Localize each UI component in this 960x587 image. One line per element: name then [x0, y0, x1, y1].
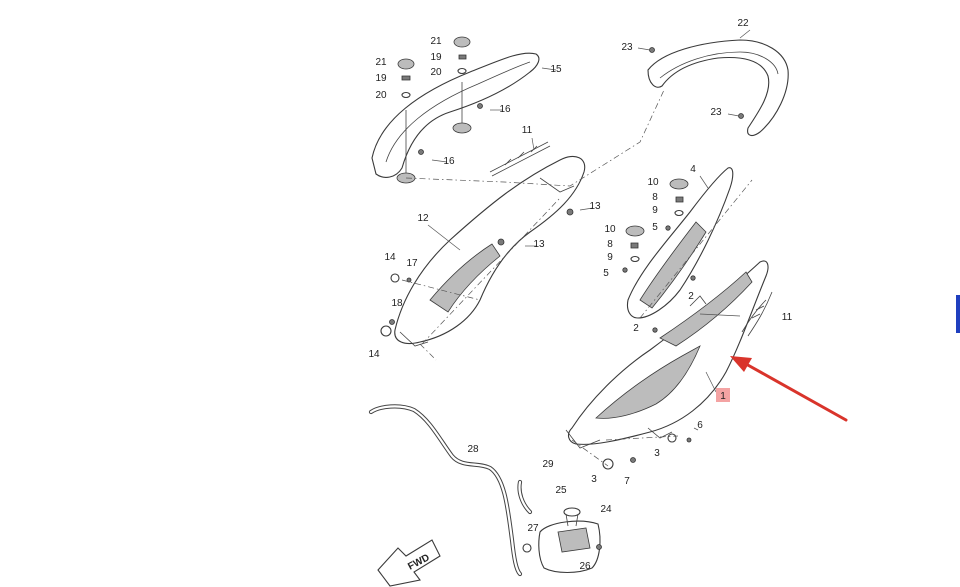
callout-c16b[interactable]: 16 — [443, 156, 455, 167]
screw-16b — [418, 149, 424, 155]
callout-c26[interactable]: 26 — [579, 561, 591, 572]
grommet-14b — [380, 325, 392, 337]
callout-c13b[interactable]: 13 — [533, 239, 545, 250]
grommet-3a — [667, 433, 677, 443]
screw-23a — [649, 47, 655, 53]
leader-lines — [401, 29, 753, 467]
nut-13b — [497, 238, 505, 246]
bolt-8a — [675, 196, 684, 203]
callout-c27[interactable]: 27 — [527, 523, 539, 534]
part-1-right-side-cover — [565, 260, 769, 470]
callout-c21a[interactable]: 21 — [430, 36, 442, 47]
callout-c20a[interactable]: 20 — [430, 67, 442, 78]
bolt-19-left — [401, 75, 411, 81]
part-15-grab-rail — [371, 52, 540, 184]
part-22-grab-bar — [647, 39, 789, 137]
cap-25 — [563, 507, 581, 517]
callout-1-label[interactable]: 1 — [720, 391, 726, 402]
callout-c5a[interactable]: 5 — [652, 222, 658, 233]
screw-5a — [665, 225, 671, 231]
nut-13a — [566, 208, 574, 216]
callout-c6[interactable]: 6 — [697, 420, 703, 431]
washer-9b — [630, 255, 640, 263]
callout-c2b[interactable]: 2 — [633, 323, 639, 334]
clip-18 — [389, 319, 395, 325]
callout-c19b[interactable]: 19 — [375, 73, 387, 84]
callout-c14a[interactable]: 14 — [384, 252, 396, 263]
part-4-inner-panel — [622, 167, 734, 319]
cap-21-right — [453, 36, 471, 48]
callout-c21b[interactable]: 21 — [375, 57, 387, 68]
fastener-stack-left — [397, 36, 483, 155]
cap-10a — [669, 178, 689, 190]
callout-c4[interactable]: 4 — [690, 164, 696, 175]
callout-c17[interactable]: 17 — [406, 258, 418, 269]
callout-c2a[interactable]: 2 — [688, 291, 694, 302]
callout-c13a[interactable]: 13 — [589, 201, 601, 212]
red-pointer-arrow — [730, 356, 848, 422]
callout-c3b[interactable]: 3 — [591, 474, 597, 485]
callout-c23b[interactable]: 23 — [710, 107, 722, 118]
screw-16a — [477, 103, 483, 109]
callout-c29[interactable]: 29 — [542, 459, 554, 470]
callout-c15[interactable]: 15 — [550, 64, 562, 75]
callout-c24[interactable]: 24 — [600, 504, 612, 515]
callout-c23a[interactable]: 23 — [621, 42, 633, 53]
bolt-8b — [630, 242, 639, 249]
callout-c5b[interactable]: 5 — [603, 268, 609, 279]
part-29-short-hose — [517, 479, 533, 515]
screw-26 — [596, 544, 602, 550]
callout-c8b[interactable]: 8 — [607, 239, 613, 250]
grommet-3b — [602, 458, 614, 470]
bolt-19-right — [458, 54, 467, 60]
callout-c19a[interactable]: 19 — [430, 52, 442, 63]
grommet-14a — [390, 273, 400, 283]
callout-c20b[interactable]: 20 — [375, 90, 387, 101]
washer-20-right — [457, 67, 467, 75]
callout-c8a[interactable]: 8 — [652, 192, 658, 203]
callout-c9a[interactable]: 9 — [652, 205, 658, 216]
screw-2a — [690, 275, 696, 281]
callout-c12[interactable]: 12 — [417, 213, 429, 224]
washer-9a — [674, 209, 684, 217]
callout-c28[interactable]: 28 — [467, 444, 479, 455]
screw-17 — [406, 277, 412, 283]
callout-c9b[interactable]: 9 — [607, 252, 613, 263]
part-11-right-logo-decal — [741, 291, 773, 337]
screw-2b — [652, 327, 658, 333]
cap-21-left — [397, 58, 415, 70]
callout-c11b[interactable]: 11 — [782, 312, 793, 323]
part-11-left-decal — [489, 141, 551, 177]
callout-c25[interactable]: 25 — [555, 485, 567, 496]
screw-6 — [686, 437, 692, 443]
callout-c10a[interactable]: 10 — [647, 177, 659, 188]
callout-c14b[interactable]: 14 — [368, 349, 380, 360]
bolt-7 — [630, 457, 636, 463]
callout-1-highlight — [716, 388, 730, 402]
callout-c16a[interactable]: 16 — [499, 104, 511, 115]
callout-c22[interactable]: 22 — [737, 18, 749, 29]
callout-c3a[interactable]: 3 — [654, 448, 660, 459]
clamp-27 — [522, 543, 532, 553]
cap-10b — [625, 225, 645, 237]
callout-c18[interactable]: 18 — [391, 298, 403, 309]
washer-20-left — [401, 91, 411, 99]
callout-c11a[interactable]: 11 — [522, 125, 533, 136]
part-28-drain-hose — [368, 404, 523, 577]
screw-5b — [622, 267, 628, 273]
callout-c7[interactable]: 7 — [624, 476, 630, 487]
callout-c10b[interactable]: 10 — [604, 224, 616, 235]
fwd-arrow-outline — [377, 539, 441, 587]
part-24-reservoir-tank — [522, 507, 602, 574]
part-12-left-side-cover — [380, 155, 586, 347]
scroll-edge-marker — [956, 295, 960, 333]
screw-23b — [738, 113, 744, 119]
